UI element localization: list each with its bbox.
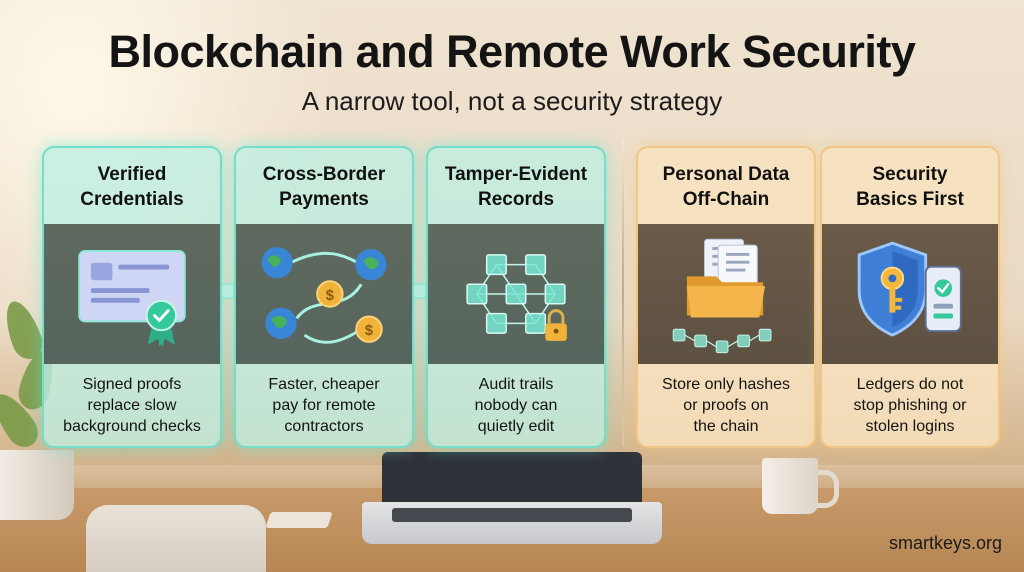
card-text-line: contractors	[284, 418, 364, 435]
card-text-line: Audit trails	[478, 376, 554, 393]
card-visual	[44, 224, 220, 364]
card-description: Store only hashes or proofs on the chain	[644, 374, 808, 437]
card-title-line: Personal Data	[662, 164, 790, 185]
notebook	[265, 512, 333, 528]
laptop-keyboard	[392, 508, 632, 522]
card-title: Tamper-Evident Records	[434, 162, 598, 212]
card-title-line: Records	[477, 189, 555, 210]
card-title-line: Off-Chain	[682, 189, 770, 210]
card-title-line: Cross-Border	[262, 164, 386, 185]
card-title-line: Security	[872, 164, 948, 185]
card-text-line: quietly edit	[477, 418, 555, 435]
card-text-line: background checks	[63, 418, 201, 435]
card-title-line: Payments	[279, 189, 369, 210]
folder-documents-icon	[672, 238, 772, 354]
svg-text:$: $	[326, 288, 334, 304]
card-text-line: Signed proofs	[82, 376, 182, 393]
card-title: Cross-Border Payments	[242, 162, 406, 212]
card-text-line: pay for remote	[272, 397, 376, 414]
card-text-line: nobody can	[474, 397, 558, 414]
plant-pot	[0, 450, 74, 520]
card-text-line: Ledgers do not	[856, 376, 964, 393]
card-title-line: Credentials	[80, 189, 184, 210]
site-credit: smartkeys.org	[888, 533, 1002, 553]
card-visual	[822, 224, 998, 364]
card-tamper-evident-records: Tamper-Evident Records Audit trails nobo…	[426, 146, 606, 448]
card-title: Security Basics First	[828, 162, 992, 212]
card-text-line: stop phishing or	[853, 397, 967, 414]
card-description: Audit trails nobody can quietly edit	[434, 374, 598, 437]
card-title: Personal Data Off-Chain	[644, 162, 808, 212]
card-verified-credentials: Verified Credentials Signed proofs repla…	[42, 146, 222, 448]
card-title-line: Verified	[97, 164, 167, 185]
coffee-mug	[762, 458, 818, 514]
card-title-line: Tamper-Evident	[444, 164, 588, 185]
blockchain-lock-icon	[466, 254, 567, 341]
section-divider	[622, 140, 624, 446]
shield-key-phone-icon	[857, 241, 962, 337]
card-text-line: stolen logins	[865, 418, 955, 435]
card-title-line: Basics First	[856, 189, 964, 210]
card-text-line: Faster, cheaper	[268, 376, 380, 393]
chair	[86, 505, 266, 572]
globe-payments-icon: $ $	[261, 247, 387, 344]
card-text-line: Store only hashes	[661, 376, 791, 393]
mug-handle	[810, 470, 839, 508]
card-description: Ledgers do not stop phishing or stolen l…	[828, 374, 992, 437]
card-visual	[428, 224, 604, 364]
card-text-line: replace slow	[87, 397, 177, 414]
svg-text:$: $	[365, 323, 373, 339]
card-text-line: or proofs on	[683, 397, 769, 414]
card-cross-border-payments: Cross-Border Payments $ $ Faster, cheape…	[234, 146, 414, 448]
card-security-basics-first: Security Basics First Ledgers do not sto…	[820, 146, 1000, 448]
certificate-icon	[78, 250, 186, 347]
card-description: Signed proofs replace slow background ch…	[50, 374, 214, 437]
page-title: Blockchain and Remote Work Security	[108, 26, 916, 77]
page-subtitle: A narrow tool, not a security strategy	[301, 86, 723, 116]
card-personal-data-off-chain: Personal Data Off-Chain Store only hashe…	[636, 146, 816, 448]
card-title: Verified Credentials	[50, 162, 214, 212]
card-text-line: the chain	[693, 418, 759, 435]
card-description: Faster, cheaper pay for remote contracto…	[242, 374, 406, 437]
laptop-screen	[382, 452, 642, 502]
card-visual: $ $	[236, 224, 412, 364]
card-visual	[638, 224, 814, 364]
